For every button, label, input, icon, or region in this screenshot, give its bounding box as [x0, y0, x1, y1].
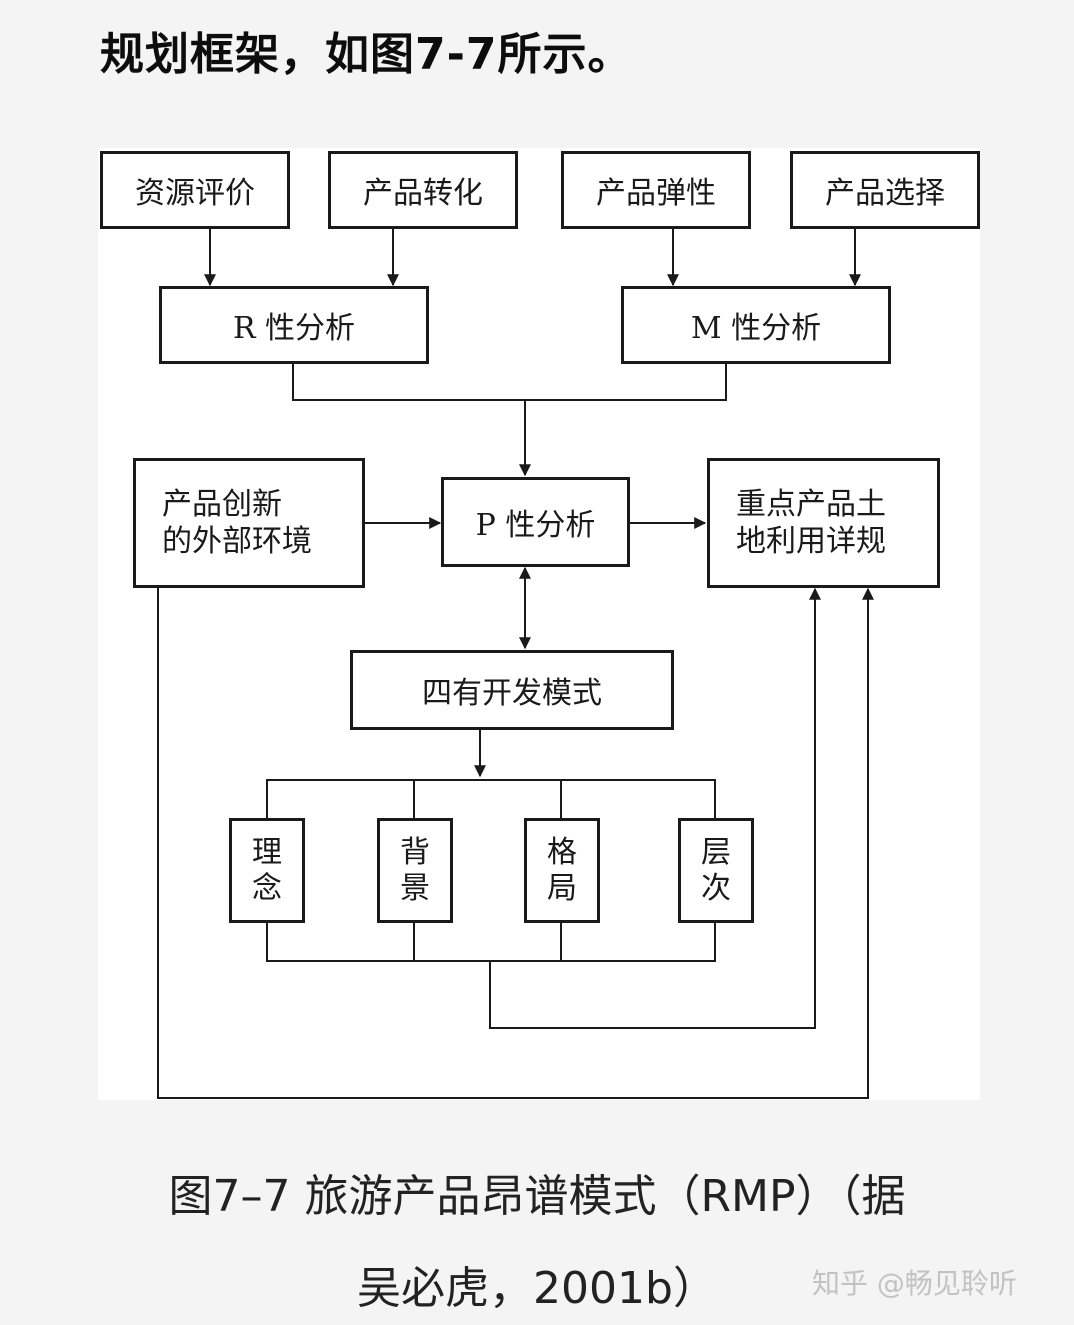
rmp-diagram: 资源评价 产品转化 产品弹性 产品选择 R 性分析 M 性分析 产品创新 的外部…	[98, 148, 980, 1100]
figure-caption-line1: 图7–7 旅游产品昂谱模式（RMP）（据	[168, 1171, 906, 1222]
edge-four-to-plan	[489, 587, 821, 1029]
box-pattern: 格 局	[524, 818, 600, 923]
box-level: 层 次	[678, 818, 754, 923]
box-product-transform: 产品转化	[328, 151, 518, 229]
page-heading: 规划框架，如图7-7所示。	[100, 29, 633, 80]
box-external-env: 产品创新 的外部环境	[133, 458, 365, 588]
box-land-use-plan: 重点产品土 地利用详规	[707, 458, 940, 588]
box-p-analysis: P 性分析	[441, 477, 630, 567]
watermark: 知乎 @畅见聆听	[812, 1267, 1017, 1300]
branch-top	[266, 779, 716, 818]
box-resource-eval: 资源评价	[100, 151, 290, 229]
branch-bottom	[266, 923, 716, 962]
diagram-connectors	[157, 228, 874, 1099]
edge-env-to-plan	[157, 587, 874, 1099]
figure-caption-line2: 吴必虎，2001b）	[357, 1263, 717, 1314]
box-r-analysis: R 性分析	[159, 286, 429, 364]
box-four-have-mode: 四有开发模式	[350, 650, 674, 730]
box-background: 背 景	[377, 818, 453, 923]
box-product-elasticity: 产品弹性	[561, 151, 751, 229]
box-concept: 理 念	[229, 818, 305, 923]
edge-r-m-merge	[292, 364, 727, 401]
box-product-selection: 产品选择	[790, 151, 980, 229]
box-m-analysis: M 性分析	[621, 286, 891, 364]
